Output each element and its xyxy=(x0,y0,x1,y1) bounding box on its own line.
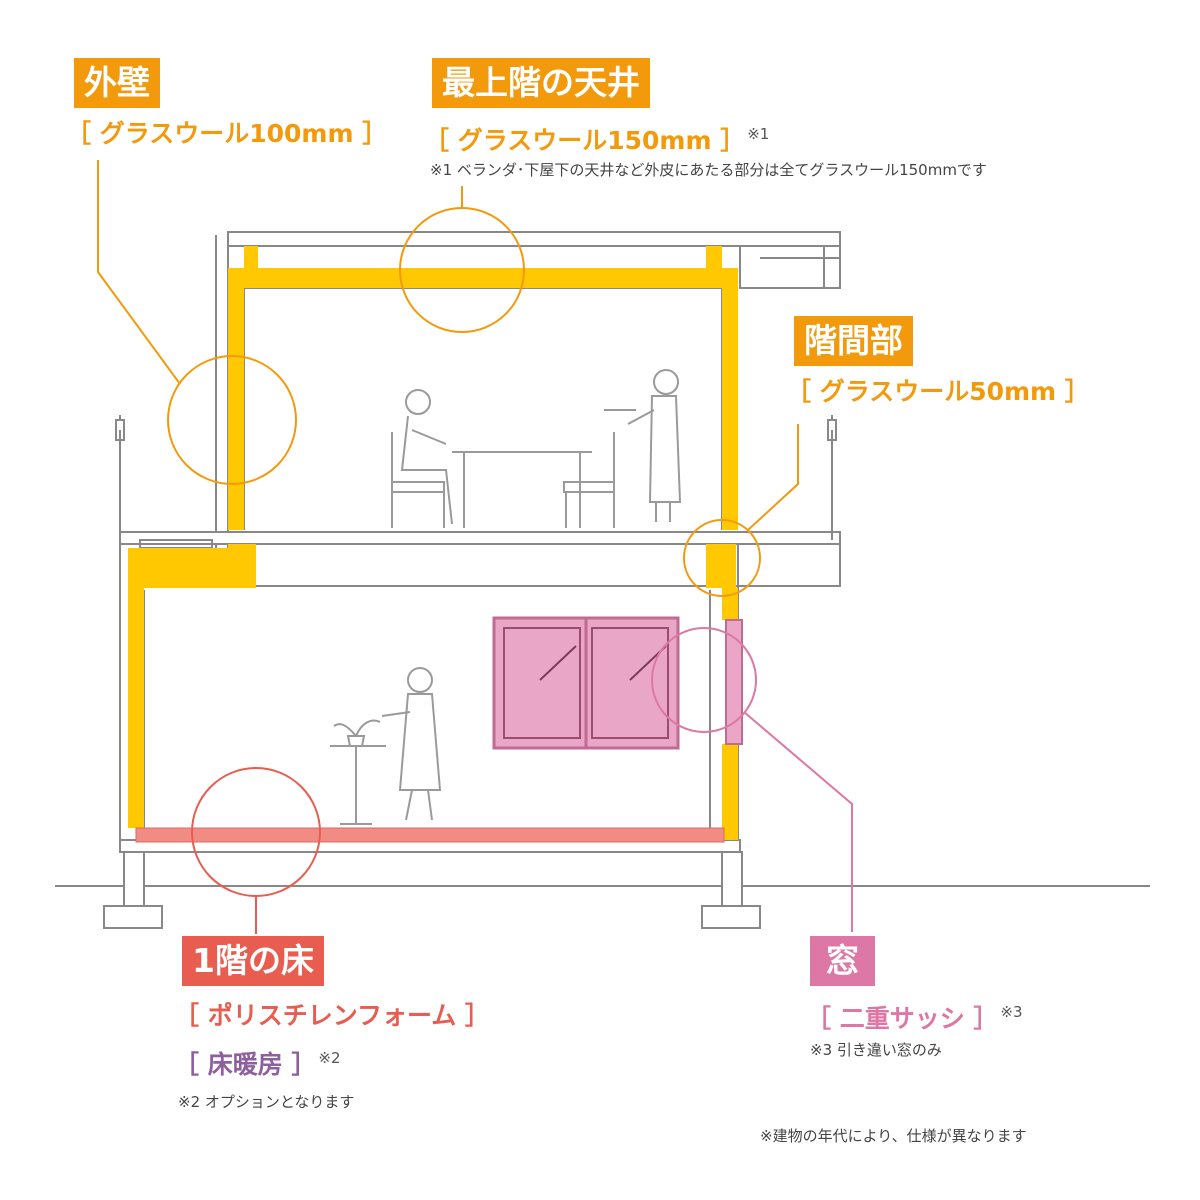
floor-foam xyxy=(135,827,725,843)
floor-slab-2f xyxy=(119,531,841,545)
between-floors-title: 階間部 xyxy=(794,316,913,366)
interior-window xyxy=(492,616,680,750)
window-mark: ※3 xyxy=(1000,1003,1023,1021)
window-title: 窓 xyxy=(810,936,875,986)
first-floor-title: 1階の床 xyxy=(182,936,324,986)
top-ceiling-note: ※1 ベランダ･下屋下の天井など外皮にあたる部分は全てグラスウール150mmです xyxy=(430,161,987,179)
callout-ring-between-floors xyxy=(683,519,761,597)
window-spec: ［ 二重サッシ ］※3 xyxy=(806,1003,1023,1033)
insulation-glasswool xyxy=(128,246,738,840)
floor-heating-mark: ※2 xyxy=(318,1049,341,1067)
between-floors-spec: ［ グラスウール50mm ］ xyxy=(786,377,1090,406)
footer-note: ※建物の年代により、仕様が異なります xyxy=(760,1127,1027,1145)
roof-slab xyxy=(227,231,841,247)
floor-heating-option: ［ 床暖房 ］※2 xyxy=(174,1049,341,1079)
callout-ring-window xyxy=(651,627,757,733)
window-note: ※3 引き違い窓のみ xyxy=(810,1041,942,1059)
double-sash xyxy=(725,619,743,745)
floor-heating-note: ※2 オプションとなります xyxy=(178,1093,355,1111)
callout-ring-exterior-wall xyxy=(167,355,297,485)
top-ceiling-title: 最上階の天井 xyxy=(432,58,650,108)
exterior-wall-title: 外壁 xyxy=(74,58,160,108)
top-ceiling-mark: ※1 xyxy=(747,125,770,143)
first-floor-spec: ［ ポリスチレンフォーム ］ xyxy=(174,1001,490,1030)
exterior-wall-spec: ［ グラスウール100mm ］ xyxy=(66,119,388,148)
top-ceiling-spec: ［ グラスウール150mm ］※1 xyxy=(424,125,770,155)
